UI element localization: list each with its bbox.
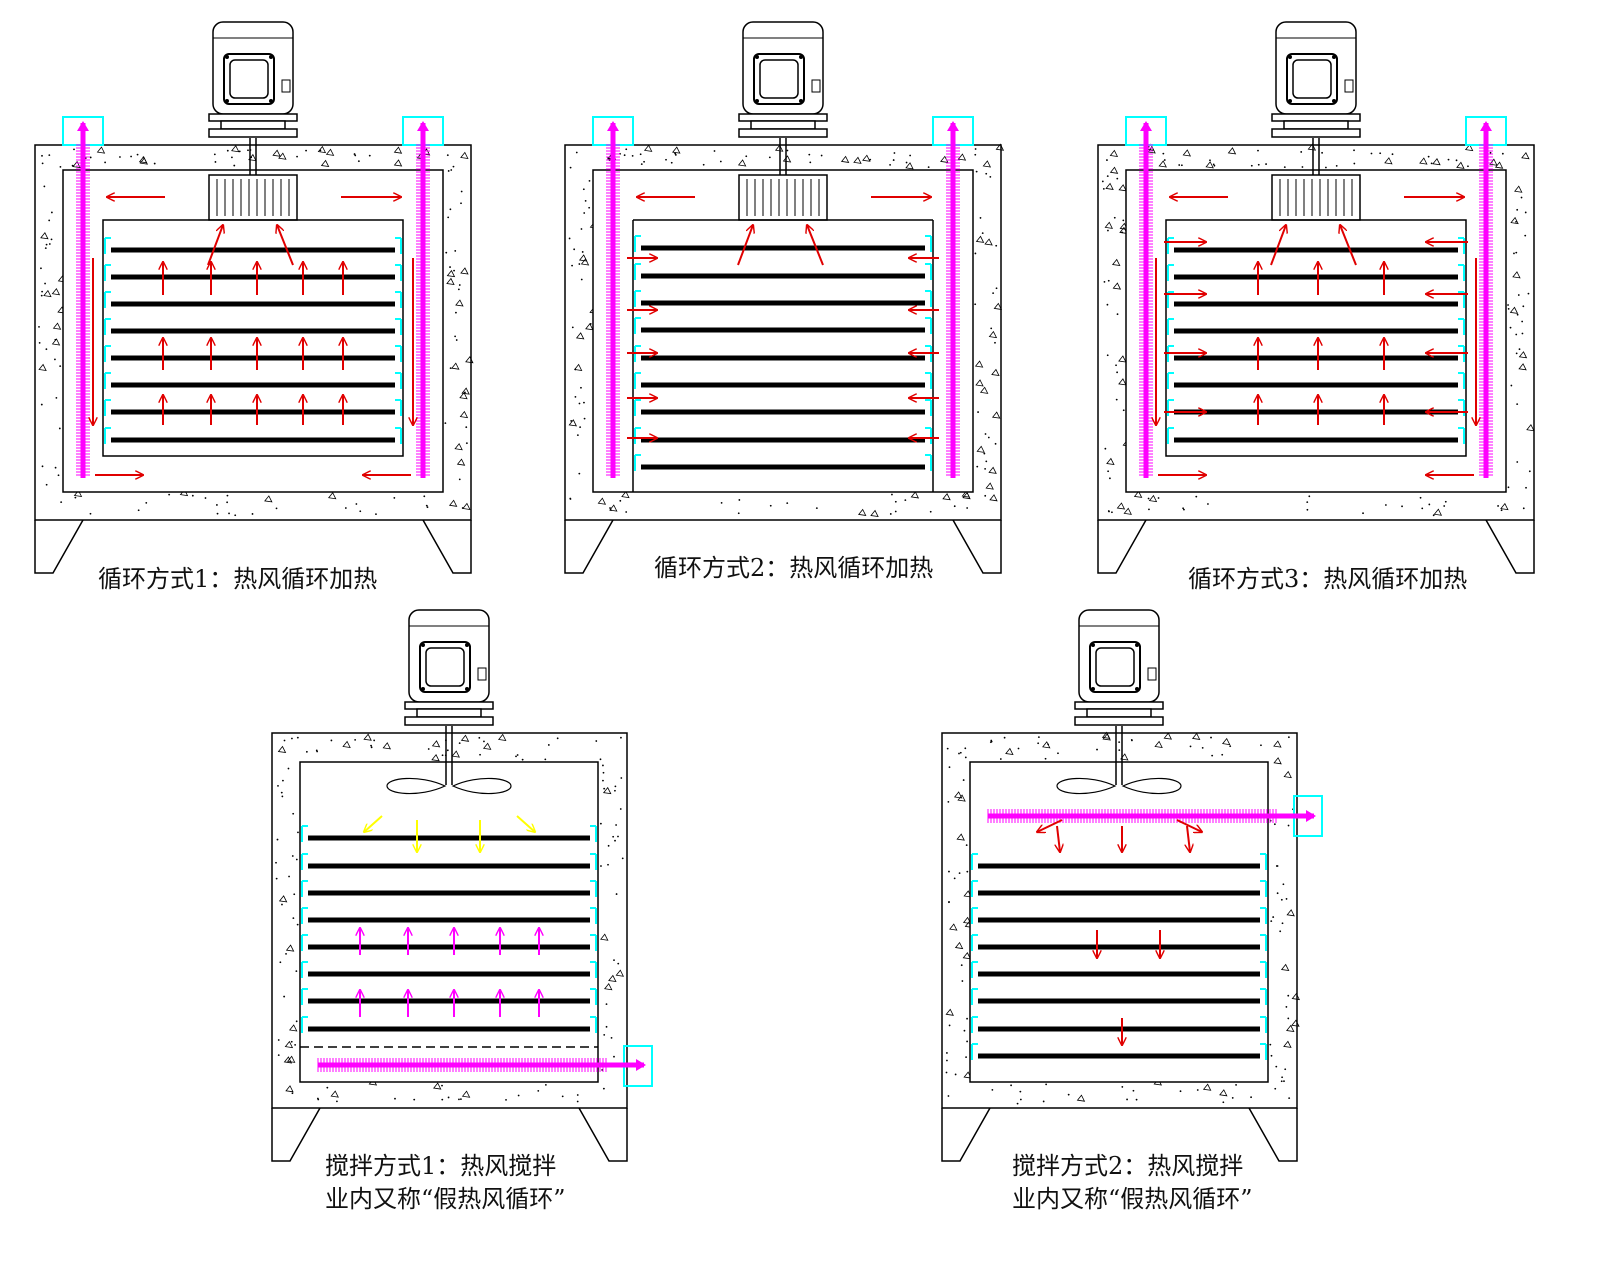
airflow-arrow-icon [1340, 225, 1357, 266]
airflow-arrow-icon [277, 225, 294, 266]
oven-circulation-2 [564, 21, 1005, 574]
heater-tube-icon [987, 795, 1323, 837]
oven-circulation-1 [34, 21, 474, 574]
oven-stirring-1 [271, 609, 653, 1162]
airflow-arrow-icon [1037, 819, 1063, 832]
motor-icon [404, 609, 494, 726]
airflow-arrow-icon [737, 225, 753, 266]
oven-legs [941, 1107, 1298, 1162]
motor-icon [1271, 21, 1361, 138]
caption-stirring-2-line2: 业内又称“假热风循环” [1012, 1185, 1253, 1213]
motor-icon [1074, 609, 1164, 726]
airflow-arrow-icon [1270, 225, 1286, 266]
oven-legs [1097, 519, 1535, 574]
heater-tube-icon [402, 116, 444, 478]
fan-icon [208, 174, 298, 221]
airflow-arrow-icon [364, 815, 383, 832]
motor-icon [208, 21, 298, 138]
heater-tube-icon [317, 1045, 653, 1087]
shelf-rack [634, 235, 932, 471]
shelf-rack [104, 237, 402, 444]
airflow-arrow-icon [1187, 825, 1190, 852]
shelf-rack [1167, 237, 1465, 444]
airflow-arrow-icon [807, 225, 824, 266]
airflow-arrow-icon [1057, 825, 1060, 852]
airflow-arrow-icon [516, 815, 535, 832]
oven-stirring-2 [941, 609, 1323, 1162]
fan-icon [1056, 777, 1182, 795]
shelf-rack [301, 825, 597, 1033]
caption-stirring-2-line1: 搅拌方式2：热风搅拌 [1012, 1152, 1244, 1180]
fan-icon [1271, 174, 1361, 221]
fan-icon [386, 777, 512, 795]
heater-tube-icon [62, 116, 104, 478]
heater-tube-icon [592, 116, 634, 478]
heater-tube-icon [1125, 116, 1167, 478]
fan-icon [738, 174, 828, 221]
oven-legs [564, 519, 1002, 574]
caption-stirring-1-line1: 搅拌方式1：热风搅拌 [325, 1152, 557, 1180]
airflow-arrow-icon [1176, 819, 1202, 832]
caption-circulation-2: 循环方式2：热风循环加热 [654, 554, 934, 582]
oven-legs [34, 519, 472, 574]
caption-circulation-1: 循环方式1：热风循环加热 [98, 565, 378, 593]
heater-tube-icon [932, 116, 974, 478]
oven-legs [271, 1107, 628, 1162]
airflow-arrow-icon [207, 225, 223, 266]
heater-tube-icon [1465, 116, 1507, 478]
oven-circulation-3 [1097, 21, 1535, 574]
shelf-rack [971, 853, 1267, 1060]
motor-icon [738, 21, 828, 138]
caption-stirring-1-line2: 业内又称“假热风循环” [325, 1185, 566, 1213]
caption-circulation-3: 循环方式3：热风循环加热 [1188, 565, 1468, 593]
